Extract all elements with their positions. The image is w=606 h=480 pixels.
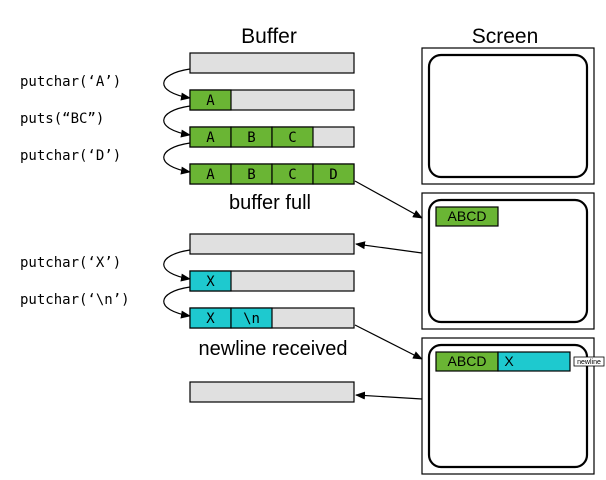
call-arrow-putchar-a — [163, 68, 191, 101]
newline-tag-label: newline — [577, 359, 601, 366]
buffer-cell-char: D — [329, 167, 337, 183]
buffer-cell — [230, 307, 273, 329]
buffer-1: A — [189, 89, 355, 111]
call-label-putchar-x: putchar(‘X’) — [20, 255, 121, 271]
call-label-putchar-newline: putchar(‘\n’) — [20, 292, 130, 308]
flush-arrow-buffer-full — [354, 180, 423, 219]
screen-output-block — [435, 206, 499, 227]
buffer-background — [189, 381, 355, 403]
screen-output-text: X — [504, 353, 514, 369]
call-arrow-puts-bc — [163, 105, 191, 138]
screen-output-text: ABCD — [448, 208, 487, 224]
call-label-putchar-a: putchar(‘A’) — [20, 74, 121, 90]
screen-output-text: ABCD — [448, 353, 487, 369]
buffer-2: A B C — [189, 126, 355, 148]
buffer-header: Buffer — [241, 25, 297, 48]
buffer-3: A B C D — [189, 163, 355, 185]
newline-tag — [573, 356, 605, 367]
buffer-5: X — [189, 270, 355, 292]
call-label-puts-bc: puts(“BC”) — [20, 111, 104, 127]
buffer-6: X \n — [189, 307, 355, 329]
buffer-cell-char: X — [206, 274, 215, 290]
buffer-7 — [189, 381, 355, 403]
buffer-cell — [312, 163, 355, 185]
buffer-cell-char: B — [247, 167, 255, 183]
monitor-display — [427, 53, 589, 179]
buffer-full-caption: buffer full — [229, 192, 311, 214]
screen-1: ABCD — [421, 192, 595, 330]
buffer-cell-char: C — [288, 130, 296, 146]
buffer-cell-char: A — [206, 130, 215, 146]
screen-output-block — [497, 351, 571, 372]
call-arrow-putchar-newline — [163, 286, 191, 319]
buffer-cell — [271, 126, 314, 148]
monitor-display — [427, 198, 589, 324]
buffer-cell — [189, 270, 232, 292]
screen-0 — [421, 47, 595, 185]
flush-arrow-newline — [354, 324, 423, 360]
clear-arrow-after-newline — [355, 391, 423, 400]
buffer-background — [189, 233, 355, 255]
call-arrow-putchar-d — [163, 142, 191, 175]
buffer-cell-char: A — [206, 167, 215, 183]
buffer-0 — [189, 52, 355, 74]
call-arrow-putchar-x — [163, 249, 191, 282]
buffer-cell-char: A — [206, 93, 215, 109]
buffer-cell-char: C — [288, 167, 296, 183]
screen-header: Screen — [472, 25, 539, 48]
call-label-putchar-d: putchar(‘D’) — [20, 148, 121, 164]
buffer-cell-char: B — [247, 130, 255, 146]
buffer-4 — [189, 233, 355, 255]
newline-received-caption: newline received — [199, 338, 348, 360]
buffer-cell-char: X — [206, 311, 215, 327]
clear-arrow-after-full — [355, 241, 423, 254]
buffer-background — [189, 52, 355, 74]
buffer-cell-char: \n — [243, 311, 260, 327]
buffer-cell — [189, 89, 232, 111]
monitor-display — [427, 343, 589, 469]
